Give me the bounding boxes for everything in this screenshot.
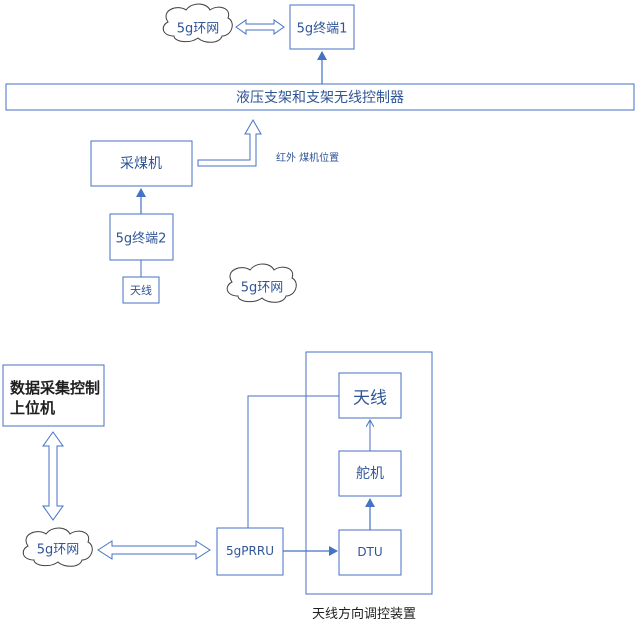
antenna-label: 天线	[353, 388, 387, 409]
dtu-box	[338, 529, 402, 576]
device-caption: 天线方向调控装置	[312, 607, 417, 622]
controller-bar-label: 液压支架和支架无线控制器	[236, 90, 404, 106]
double-arrow-host-cloud	[42, 431, 64, 521]
prru-box	[216, 527, 284, 576]
host-label-line2: 上位机	[10, 399, 56, 417]
prru-label: 5gPRRU	[226, 544, 274, 558]
terminal2-label: 5g终端2	[115, 231, 167, 247]
terminal1-label: 5g终端1	[296, 21, 348, 37]
antenna-small-label: 天线	[130, 284, 152, 297]
cloud-5g-ring-bottom	[22, 527, 93, 567]
hollow-arrow-shearer-to-bar	[197, 118, 262, 167]
servo-label: 舵机	[356, 466, 384, 482]
double-arrow-cloud-terminal1	[235, 19, 285, 35]
servo-box	[338, 450, 402, 497]
terminal2-box	[109, 213, 174, 261]
host-box	[2, 364, 105, 427]
shearer-box	[90, 140, 193, 187]
controller-bar	[5, 83, 635, 111]
cloud-bottom-label: 5g环网	[36, 542, 80, 558]
antenna-box	[338, 372, 402, 419]
cloud-5g-ring-top	[162, 3, 233, 43]
terminal1-box	[289, 4, 355, 50]
line-prru-to-antenna	[247, 395, 339, 528]
cloud-5g-ring-middle	[226, 263, 297, 303]
cloud-middle-label: 5g环网	[240, 280, 284, 296]
double-arrow-cloud-prru	[97, 540, 211, 560]
dtu-label: DTU	[357, 545, 383, 559]
shearer-label: 采煤机	[120, 156, 162, 172]
infrared-position-label: 红外 煤机位置	[276, 153, 340, 164]
host-label-line1: 数据采集控制	[10, 379, 101, 397]
antenna-small-box	[122, 276, 160, 304]
cloud-top-label: 5g环网	[176, 21, 220, 37]
